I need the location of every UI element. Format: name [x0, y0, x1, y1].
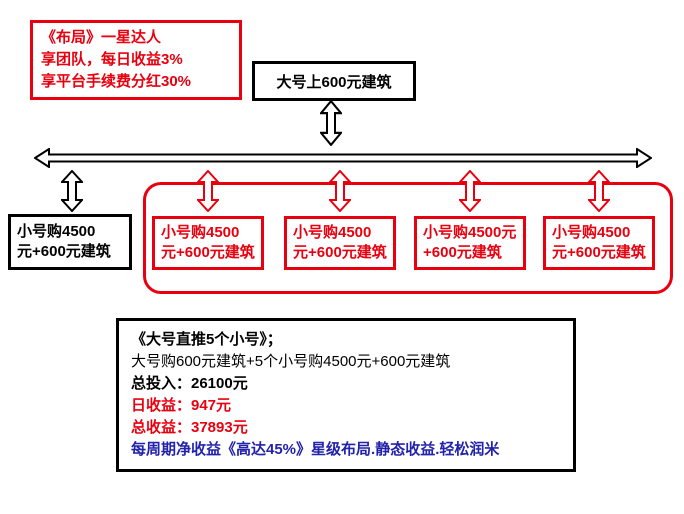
double-arrow-vertical-red-1-icon [197, 170, 219, 212]
note-line-1: 《布局》一星达人 [41, 29, 162, 46]
double-arrow-vertical-icon [320, 100, 342, 146]
summary-total-income: 总收益：37893元 [131, 419, 248, 436]
double-arrow-vertical-red-3-icon [459, 170, 481, 212]
double-arrow-vertical-red-2-icon [329, 170, 351, 212]
main-account-label: 大号上600元建筑 [276, 73, 392, 91]
sub-account-3-line-2: +600元建筑 [423, 244, 502, 261]
sub-account-2-line-2: 元+600元建筑 [293, 244, 387, 261]
sub-account-box-2: 小号购4500 元+600元建筑 [284, 216, 396, 270]
summary-detail: 大号购600元建筑+5个小号购4500元+600元建筑 [131, 353, 451, 370]
sub-account-2-line-1: 小号购4500 [293, 224, 372, 241]
sub-account-box-4: 小号购4500 元+600元建筑 [543, 216, 655, 270]
note-line-2: 享团队，每日收益3% [41, 51, 183, 68]
sub-account-box-left: 小号购4500 元+600元建筑 [8, 214, 132, 270]
double-arrow-horizontal-icon [34, 148, 652, 168]
sub-account-1-line-1: 小号购4500 [161, 224, 240, 241]
sub-account-3-line-1: 小号购4500元 [423, 224, 517, 241]
note-line-3: 享平台手续费分红30% [41, 73, 192, 90]
sub-account-box-3: 小号购4500元 +600元建筑 [414, 216, 526, 270]
note-box: 《布局》一星达人 享团队，每日收益3% 享平台手续费分红30% [30, 20, 242, 100]
sub-account-1-line-2: 元+600元建筑 [161, 244, 255, 261]
sub-account-left-line-1: 小号购4500 [17, 223, 96, 240]
main-account-box: 大号上600元建筑 [252, 61, 416, 101]
sub-account-left-line-2: 元+600元建筑 [17, 243, 111, 260]
sub-account-4-line-1: 小号购4500 [552, 224, 631, 241]
double-arrow-vertical-left-icon [61, 170, 83, 212]
double-arrow-vertical-red-4-icon [588, 170, 610, 212]
summary-total-invest: 总投入：26100元 [131, 375, 248, 392]
summary-title: 《大号直推5个小号》； [131, 331, 282, 348]
summary-daily-income: 日收益：947元 [131, 397, 232, 414]
sub-accounts-group-outline [143, 182, 673, 294]
summary-box: 《大号直推5个小号》； 大号购600元建筑+5个小号购4500元+600元建筑 … [116, 318, 576, 472]
sub-account-box-1: 小号购4500 元+600元建筑 [152, 216, 264, 270]
summary-note: 每周期净收益《高达45%》星级布局.静态收益.轻松润米 [131, 441, 500, 458]
sub-account-4-line-2: 元+600元建筑 [552, 244, 646, 261]
